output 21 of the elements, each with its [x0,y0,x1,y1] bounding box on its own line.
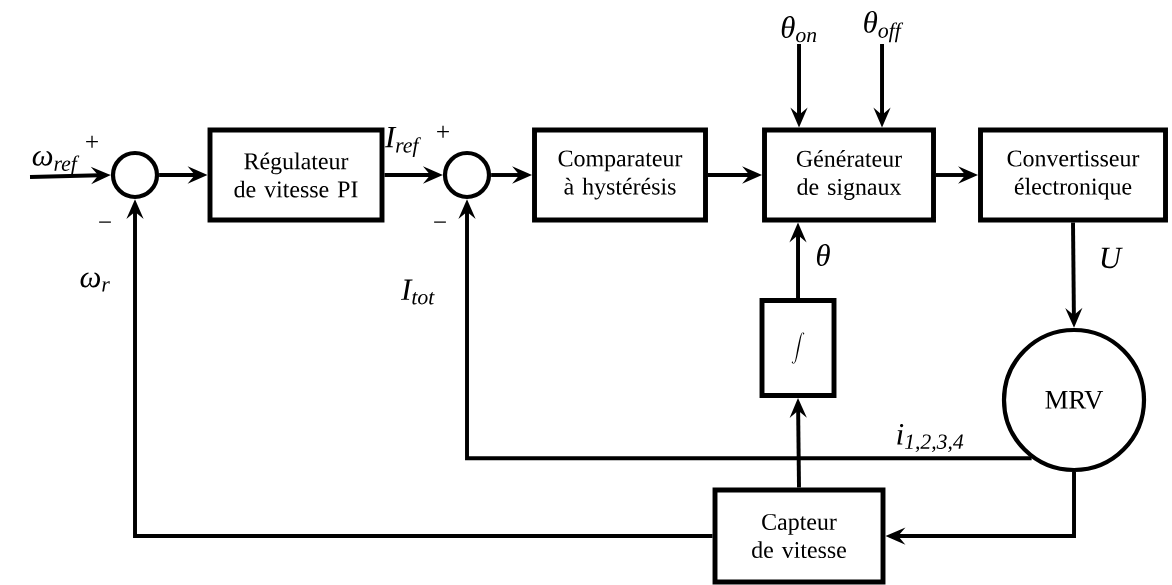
edge-label: U [1101,247,1123,269]
sign-label: + [437,125,449,138]
block-box: Générateur de signaux [762,127,936,223]
block-box: Comparateur à hystérésis [532,127,708,223]
edge-label: θ [816,244,830,266]
signal-label: θ$_{on}$ [781,16,817,43]
summing-junction [442,150,492,200]
edge-label: i$_{1,2,3,4}$ [897,423,964,453]
sign-label: + [86,135,98,148]
block-box: Capteur de vitesse [712,487,886,585]
sign-label: − [99,221,111,223]
signal-label: ω$_{ref}$ [32,151,80,176]
edge-label: I$_{ref}$ [384,126,421,158]
block-box: Convertisseur électronique [978,127,1168,223]
signal-label: I$_{tot}$ [400,279,435,305]
integrator-box: $\int$ [759,298,837,398]
sign-label: − [434,221,446,223]
block-box: Régulateur de vitesse PI [207,127,385,223]
summing-junction [110,150,160,200]
signal-label: θ$_{off}$ [864,10,904,43]
edge-label: ω$_{r}$ [80,272,110,292]
